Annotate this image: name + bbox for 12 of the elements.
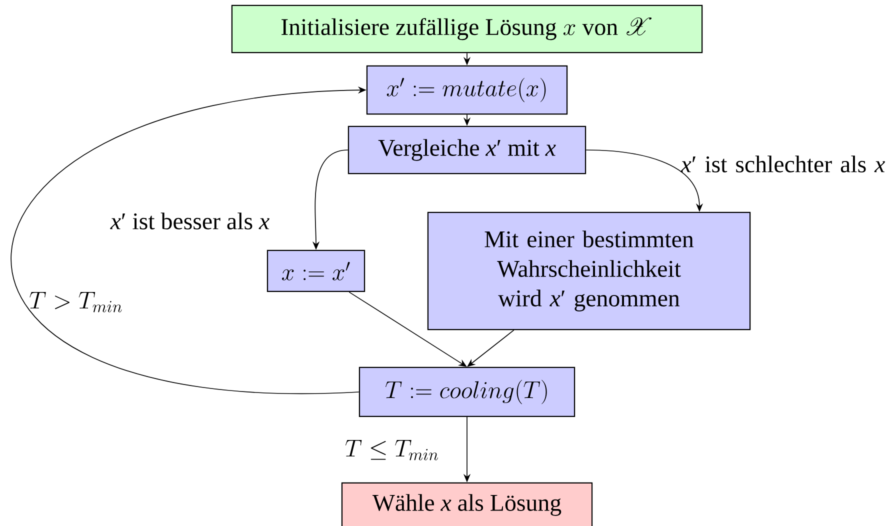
- process-box: Mit einer bestimmten Wahrscheinlichkeit wird x′ genommen: [427, 212, 751, 330]
- edge-label: $T > T_{min}$: [30, 292, 122, 312]
- start-box: $\text{Initialisiere zufällige Lösung } x \text{ von } \mathscr{X}$: [231, 4, 703, 54]
- process-box: $T := cooling(T)$: [358, 366, 576, 418]
- process-box: $x' := mutate(x)$: [366, 65, 568, 115]
- process-box: $x := x'$: [266, 250, 366, 292]
- process-box: Vergleiche x′ mit x: [348, 126, 586, 174]
- edge-label: x′ ist besser als x: [110, 212, 270, 230]
- arrow: [467, 330, 514, 367]
- end-box: Wähle x als Lösung: [341, 482, 593, 526]
- edge-label: x′ ist schlechter als x: [680, 156, 885, 172]
- edge-label: $T \leq T_{min}$: [345, 440, 438, 460]
